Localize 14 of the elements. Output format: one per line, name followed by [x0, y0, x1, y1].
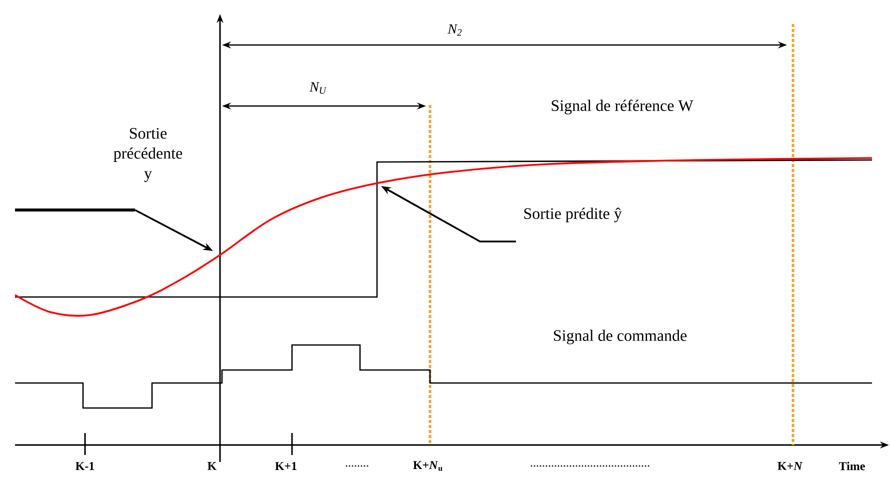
dimension-label: N$_{2}$	[448, 24, 462, 36]
tick-label: K+1	[275, 462, 296, 470]
text-label: Sortie prédite ŷ	[524, 208, 622, 222]
tick-label: K+N$_{u}$	[413, 461, 442, 471]
tick-label: K+N	[778, 462, 803, 470]
signal-label: Signal de référence W	[552, 100, 694, 114]
tick-label: K	[208, 462, 217, 470]
tick-label: K-1	[76, 462, 94, 470]
dimension-label: N$_{U}$	[309, 82, 326, 94]
signal-label: Signal de commande	[554, 330, 687, 344]
dots-label: ........	[346, 465, 368, 467]
dots-label: ........................................	[530, 465, 650, 467]
text-label: Sortie précédente y	[114, 128, 182, 182]
axis-label: Time	[838, 462, 865, 470]
